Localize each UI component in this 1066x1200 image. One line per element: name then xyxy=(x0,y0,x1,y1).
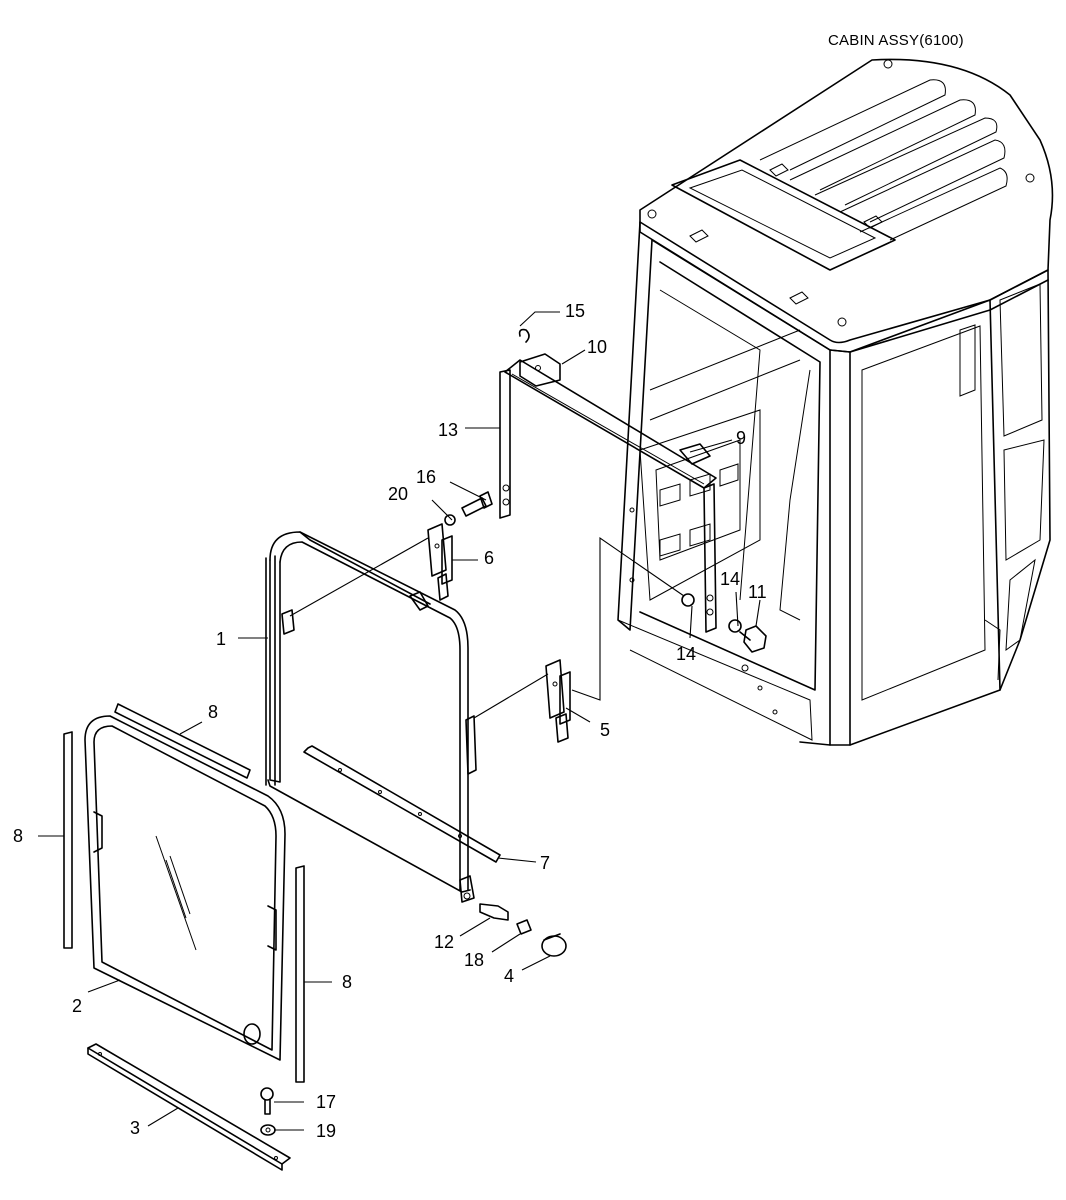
callout-10: 10 xyxy=(587,337,607,357)
part-16-bolt xyxy=(461,491,493,517)
part-12-pin xyxy=(479,903,509,921)
part-14-washer-b xyxy=(728,619,742,633)
part-10-bracket xyxy=(519,353,561,387)
part-9-latch xyxy=(679,443,711,465)
part-14-washer-a xyxy=(681,593,695,607)
part-20-washer xyxy=(444,514,456,526)
callout-14-a: 14 xyxy=(720,569,740,589)
part-7-bottom-rail xyxy=(303,745,501,863)
callout-7: 7 xyxy=(540,853,550,873)
callout-8-top: 8 xyxy=(208,702,218,722)
part-8-seal-right xyxy=(295,865,305,1083)
callout-6: 6 xyxy=(484,548,494,568)
callout-13: 13 xyxy=(438,420,458,440)
part-11-bolt xyxy=(739,625,767,653)
callout-5: 5 xyxy=(600,720,610,740)
part-5-hinge xyxy=(545,659,571,743)
part-19-washer xyxy=(260,1124,276,1136)
callout-8-right: 8 xyxy=(342,972,352,992)
part-3-strip xyxy=(87,1043,291,1171)
callout-17: 17 xyxy=(316,1092,336,1112)
part-13-upper-rail xyxy=(499,359,717,633)
callout-20: 20 xyxy=(388,484,408,504)
callout-16: 16 xyxy=(416,467,436,487)
callout-2: 2 xyxy=(72,996,82,1016)
callout-4: 4 xyxy=(504,966,514,986)
callout-14-b: 14 xyxy=(676,644,696,664)
part-18-nut xyxy=(516,919,532,935)
callout-15: 15 xyxy=(565,301,585,321)
diagram-title: CABIN ASSY(6100) xyxy=(828,32,964,49)
part-6-hinge xyxy=(427,523,453,601)
callout-3: 3 xyxy=(130,1118,140,1138)
callout-labels: 15 10 13 9 16 20 6 1 14 11 14 5 8 8 7 12… xyxy=(13,301,767,1141)
part-4-cap xyxy=(541,933,567,957)
callout-19: 19 xyxy=(316,1121,336,1141)
cabin-body xyxy=(617,58,1054,746)
callout-18: 18 xyxy=(464,950,484,970)
callout-12: 12 xyxy=(434,932,454,952)
part-8-seal-top xyxy=(114,703,251,779)
callout-1: 1 xyxy=(216,629,226,649)
callout-11: 11 xyxy=(748,582,767,602)
callout-8-left: 8 xyxy=(13,826,23,846)
leader-lines xyxy=(38,311,761,1131)
part-17-screw xyxy=(260,1087,274,1115)
part-1-door-frame xyxy=(265,531,477,903)
part-8-seal-left xyxy=(63,731,73,949)
callout-9: 9 xyxy=(736,428,746,448)
part-2-glass-panel xyxy=(84,715,286,1061)
part-15-clip xyxy=(518,328,530,343)
